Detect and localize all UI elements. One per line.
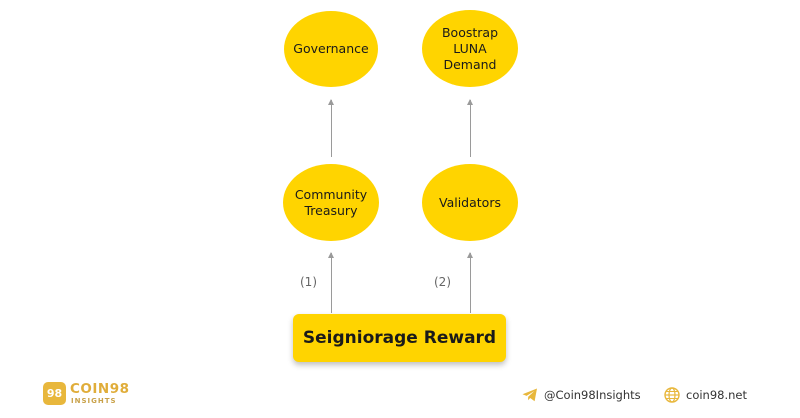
seigniorage-reward-box: Seigniorage Reward xyxy=(293,314,506,362)
telegram-handle: @Coin98Insights xyxy=(544,388,641,402)
website-url: coin98.net xyxy=(686,388,748,402)
logo-badge-text: 98 xyxy=(46,387,63,400)
community-label: Community Treasury xyxy=(295,187,367,219)
validators-node: Validators xyxy=(422,164,518,241)
arrow-reward-to-validators xyxy=(467,252,473,313)
boostrap-label-line2: LUNA Demand xyxy=(443,40,497,72)
seigniorage-reward-label: Seigniorage Reward xyxy=(302,328,497,348)
governance-label: Governance xyxy=(293,41,369,56)
coin98-logo-badge: 98 xyxy=(43,382,66,405)
logo-name: COIN98 xyxy=(70,381,130,397)
boostrap-luna-demand-node: Boostrap LUNA Demand xyxy=(422,10,518,87)
governance-node: Governance xyxy=(284,11,378,87)
website-link[interactable]: coin98.net xyxy=(664,386,747,404)
community-label-line2: Treasury xyxy=(304,202,358,218)
telegram-icon xyxy=(522,388,538,402)
edge-label-1: (1) xyxy=(300,275,317,289)
boostrap-label-line1: Boostrap xyxy=(441,24,499,40)
community-treasury-node: Community Treasury xyxy=(283,164,379,241)
footer: 98 COIN98 INSIGHTS @Coin98Insights coin9… xyxy=(0,380,800,410)
community-label-line1: Community xyxy=(294,186,368,202)
logo-sub: INSIGHTS xyxy=(71,397,117,405)
arrow-community-to-governance xyxy=(328,99,334,157)
arrow-reward-to-community xyxy=(328,252,334,313)
globe-icon xyxy=(664,387,680,403)
arrow-validators-to-boostrap xyxy=(467,99,473,157)
edge-label-2: (2) xyxy=(434,275,451,289)
validators-label: Validators xyxy=(439,194,501,210)
telegram-link[interactable]: @Coin98Insights xyxy=(522,386,641,404)
boostrap-label: Boostrap LUNA Demand xyxy=(430,25,510,73)
